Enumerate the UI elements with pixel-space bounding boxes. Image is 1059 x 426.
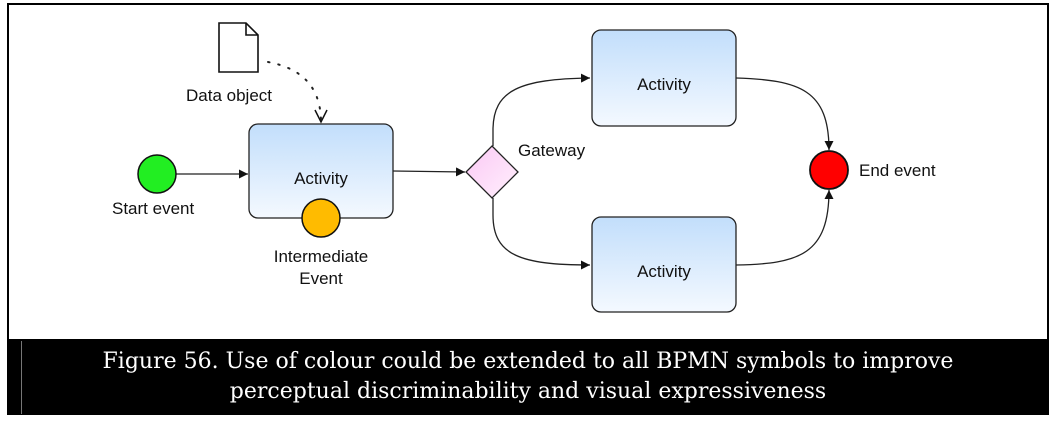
caption-rule (21, 341, 22, 414)
end-event-circle (809, 150, 849, 190)
intermediate-event-label-line2: Event (299, 269, 343, 288)
figure-caption: Figure 56. Use of colour could be extend… (7, 339, 1049, 415)
gateway-diamond (465, 145, 519, 199)
activity-2-label: Activity (637, 75, 691, 94)
caption-line-1: Figure 56. Use of colour could be extend… (102, 349, 954, 374)
activity-box-3 (591, 216, 737, 313)
activity-1-label: Activity (294, 169, 348, 188)
open-arrowhead-icon (314, 109, 328, 124)
flow-gateway-to-activity-top (492, 73, 591, 146)
figure-frame (7, 3, 1049, 339)
activity-3-label: Activity (637, 262, 691, 281)
gateway-label: Gateway (518, 141, 586, 160)
start-event-label: Start event (112, 199, 194, 218)
data-object-label: Data object (186, 86, 272, 105)
activity-box-2 (591, 29, 737, 127)
end-event-label: End event (859, 161, 936, 180)
flow-gateway-to-activity-bottom (492, 198, 591, 270)
flow-activity-to-gateway (392, 167, 466, 177)
intermediate-event-label-line1: Intermediate (274, 247, 369, 266)
flow-activity-top-to-end (735, 77, 834, 151)
data-object-icon (218, 22, 259, 73)
association-data-to-activity (267, 61, 322, 121)
intermediate-event-circle (301, 198, 341, 238)
caption-line-2: perceptual discriminability and visual e… (229, 379, 827, 404)
flow-activity-bottom-to-end (735, 189, 834, 266)
start-event-circle (137, 154, 177, 194)
